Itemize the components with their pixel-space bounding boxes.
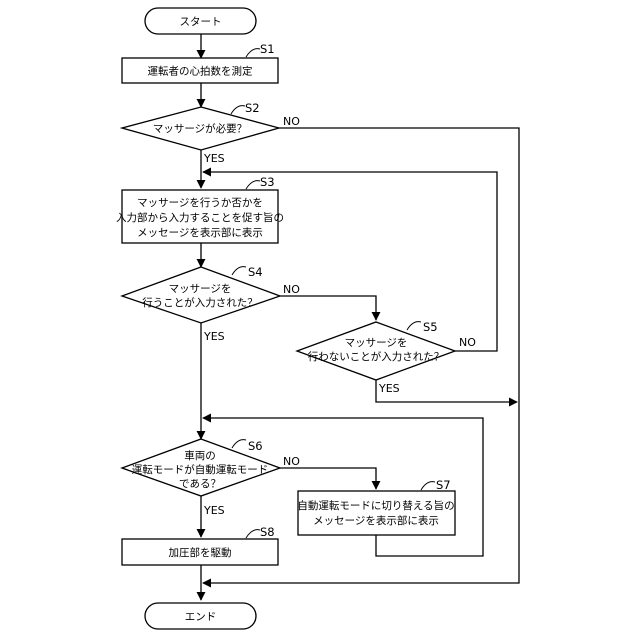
leader-s6 [232,440,246,448]
process-s7-shape [298,491,455,535]
s6-line-2: 運転モードが自動運転モード [132,463,269,476]
s5-line-1: マッサージを [345,337,408,349]
branch-s6-yes: YES [203,504,225,517]
step-label-s6: S6 [248,439,263,453]
branch-s6-no: NO [283,455,300,468]
branch-s2-yes: YES [203,152,225,165]
s4-line-1: マッサージを [169,283,232,295]
s4-line-2: 行うことが入力された？ [142,296,258,309]
s6-line-1: 車両の [184,449,216,462]
s3-line-2: 入力部から入力することを促す旨の [116,211,284,224]
branch-s2-no: NO [283,115,300,128]
leader-s2 [231,106,245,114]
branch-s4-yes: YES [203,330,225,343]
leader-s7 [421,482,435,490]
leader-s3 [246,181,260,189]
leader-s8 [246,530,260,538]
end-label: エンド [185,611,217,623]
s8-label: 加圧部を駆動 [169,546,232,559]
edge-s4-no [280,296,376,320]
step-label-s1: S1 [260,42,275,56]
node-s1: 運転者の心拍数を測定 [122,58,278,83]
s3-line-1: マッサージを行うか否かを [137,196,263,209]
start-label: スタート [180,16,222,28]
branch-s4-no: NO [283,283,300,296]
s3-line-3: メッセージを表示部に表示 [137,226,263,239]
s2-label: マッサージが必要？ [153,122,247,135]
step-label-s7: S7 [436,478,451,492]
node-s7: 自動運転モードに切り替える旨の メッセージを表示部に表示 [297,491,455,535]
node-end: エンド [145,603,256,629]
step-label-s4: S4 [248,265,263,279]
s7-line-2: メッセージを表示部に表示 [313,514,439,527]
leader-s5 [407,322,421,330]
branch-s5-no: NO [459,336,476,349]
step-label-s8: S8 [260,525,275,539]
branch-s5-yes: YES [378,382,400,395]
s5-line-2: 行わないことが入力された？ [308,350,445,363]
step-label-s2: S2 [245,101,260,115]
step-label-s3: S3 [260,175,275,189]
s7-line-1: 自動運転モードに切り替える旨の [297,499,454,512]
edge-s6-no [280,468,376,489]
leader-s1 [246,49,260,57]
leader-s4 [232,267,246,275]
s1-label: 運転者の心拍数を測定 [148,65,253,78]
step-label-s5: S5 [423,320,438,334]
node-s8: 加圧部を駆動 [122,539,278,565]
node-start: スタート [145,8,256,34]
s6-line-3: である？ [179,478,221,490]
node-s3: マッサージを行うか否かを 入力部から入力することを促す旨の メッセージを表示部に… [116,190,284,243]
